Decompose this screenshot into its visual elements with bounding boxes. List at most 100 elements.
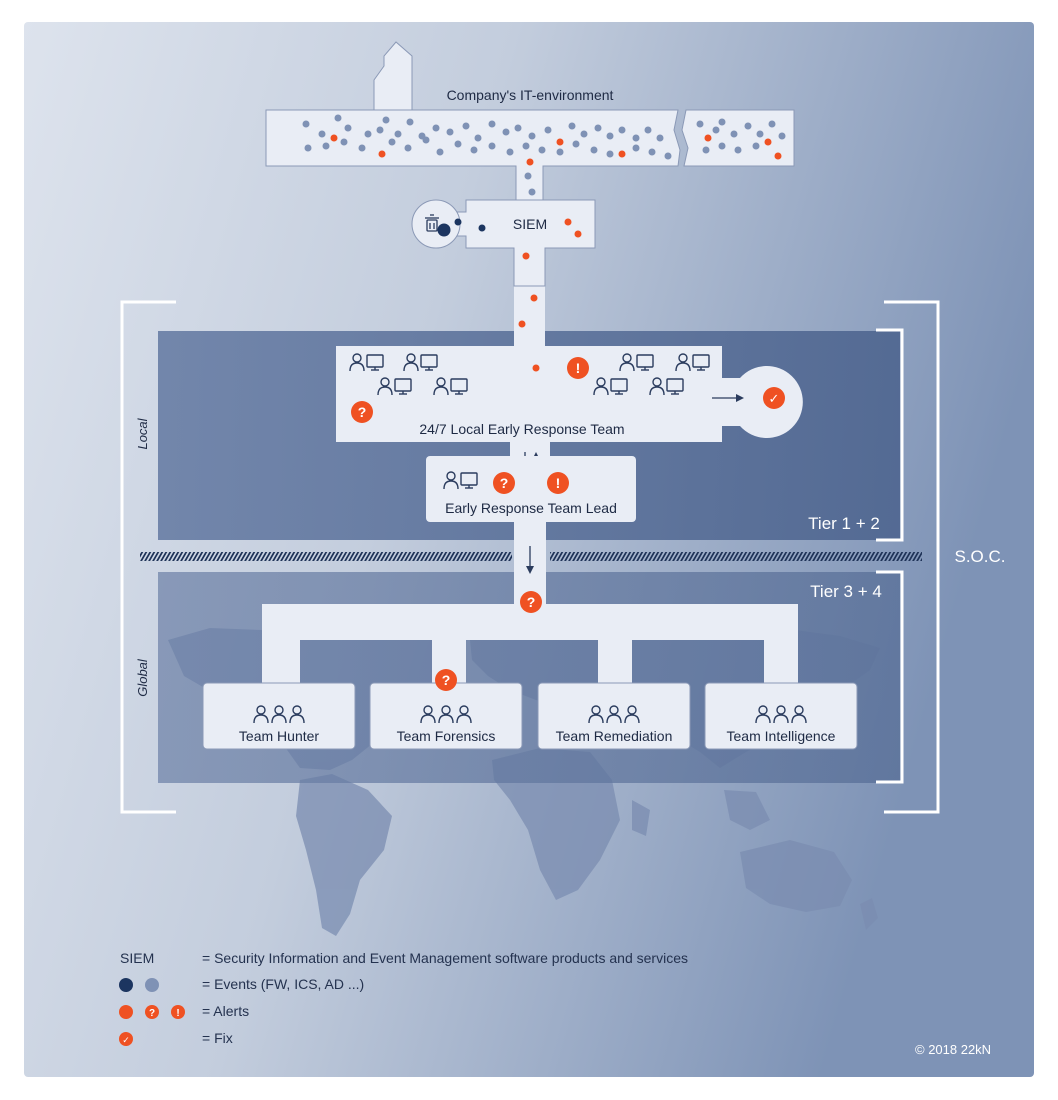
event-dot [702,146,710,154]
local-question-marker: ? [351,401,373,423]
event-dot [318,130,326,138]
event-dot [506,148,514,156]
event-dot [734,146,742,154]
event-dot [618,126,626,134]
local-label: Local [135,417,150,449]
event-dot [632,144,640,152]
svg-text:✓: ✓ [122,1036,130,1046]
alert-exclamation-swatch-icon [171,1005,185,1019]
siem-label: SIEM [513,216,547,232]
event-dot [478,224,486,232]
svg-text:✓: ✓ [769,392,780,407]
local-exclamation-marker: ! [567,357,589,379]
alert-dot [564,218,572,226]
event-dot [632,134,640,142]
event-dot [594,124,602,132]
alert-dot [522,252,530,260]
event-dot [364,130,372,138]
event-dot [376,126,384,134]
tier-divider-right [550,552,922,561]
event-dot [488,120,496,128]
event-dot [358,144,366,152]
global-distribution-network [262,604,798,684]
legend-text-siem: = Security Information and Event Managem… [202,950,688,966]
alert-dot [330,134,338,142]
event-dot [528,188,536,196]
event-dot [502,128,510,136]
event-dot [696,120,704,128]
local-team-panel [336,346,803,442]
event-dark-swatch-icon [119,978,133,992]
alert-markers: !??!?? ✓ [351,357,785,691]
alert-dot [556,138,564,146]
event-dot [454,218,462,226]
team-forensics-card: Team Forensics [369,682,523,750]
legend-alert-swatches: ? ! [119,1005,185,1019]
event-dot [302,120,310,128]
local-global-bracket [120,300,176,814]
event-dot [572,140,580,148]
event-dot [436,148,444,156]
event-dot [718,118,726,126]
team-intelligence-label: Team Intelligence [727,728,836,744]
down-arrow-icon [526,546,534,574]
global-label: Global [135,658,150,697]
event-dot [344,124,352,132]
tier-1-2-label: Tier 1 + 2 [808,514,880,533]
copyright: © 2018 22kN [915,1042,992,1057]
svg-text:!: ! [176,1008,179,1019]
lead-exclamation-marker: ! [547,472,569,494]
event-dot [382,116,390,124]
discarded-event-dot [437,223,451,237]
soc-label: S.O.C. [954,547,1005,566]
global-question-marker: ? [520,591,542,613]
event-dot [406,118,414,126]
event-dot [432,124,440,132]
alert-dot [764,138,772,146]
event-dot [664,152,672,160]
it-environment-label: Company's IT-environment [447,87,614,103]
event-dot [756,130,764,138]
siem-pipe [514,282,545,346]
event-dot [388,138,396,146]
event-dot [644,126,652,134]
alert-dot [704,134,712,142]
alert-dot [518,320,526,328]
event-dot [334,114,342,122]
event-dot [394,130,402,138]
legend-fix-swatch: ✓ [119,1032,133,1046]
team-remediation-label: Team Remediation [556,728,673,744]
event-dot [470,146,478,154]
alert-question-swatch-icon [145,1005,159,1019]
alert-dot [574,230,582,238]
tier-1-2-bracket [876,328,904,542]
event-dot [462,122,470,130]
team-hunter-card: Team Hunter [202,682,356,750]
tier-3-4-bracket [876,570,904,784]
event-dot [656,134,664,142]
event-dot [514,124,522,132]
trash-icon [425,214,439,232]
team-hunter-label: Team Hunter [239,728,319,744]
event-dot [422,136,430,144]
alert-dot [378,150,386,158]
svg-text:?: ? [500,475,509,491]
team-intelligence-card: Team Intelligence [704,682,858,750]
alert-dot [774,152,782,160]
event-dot [474,134,482,142]
svg-text:?: ? [442,672,451,688]
alert-dot [532,364,540,372]
event-dot [528,132,536,140]
legend-text-events: = Events (FW, ICS, AD ...) [202,976,365,992]
alert-dot-swatch-icon [119,1005,133,1019]
it-environment-building [373,41,413,111]
event-dot [522,142,530,150]
event-dot [538,146,546,154]
event-dot [778,132,786,140]
fix-swatch-icon [119,1032,133,1046]
team-lead-label: Early Response Team Lead [445,500,617,516]
lead-question-marker: ? [493,472,515,494]
svg-text:!: ! [556,475,561,491]
local-lead-connector [510,440,550,460]
svg-text:?: ? [149,1008,155,1019]
